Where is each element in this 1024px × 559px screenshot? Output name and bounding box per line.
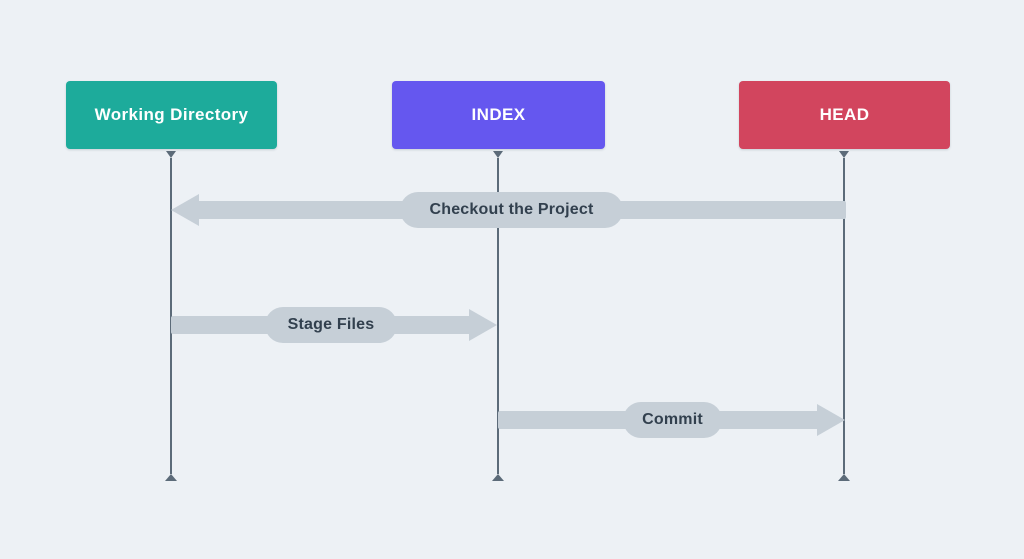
message-label: Stage Files: [265, 307, 397, 343]
lifeline-line: [497, 158, 499, 474]
actor-box-working-directory: Working Directory: [66, 81, 277, 149]
actor-box-head: HEAD: [739, 81, 950, 149]
lifeline-bottom-cap-icon: [165, 474, 177, 481]
arrowhead-right-icon: [469, 309, 497, 341]
arrowhead-left-icon: [171, 194, 199, 226]
lifeline-bottom-cap-icon: [492, 474, 504, 481]
lifeline-head: [837, 151, 851, 481]
lifeline-top-cap-icon: [166, 151, 176, 158]
message-label: Checkout the Project: [400, 192, 623, 228]
lifeline-bottom-cap-icon: [838, 474, 850, 481]
message-label: Commit: [623, 402, 722, 438]
actor-box-index: INDEX: [392, 81, 605, 149]
lifeline-index: [491, 151, 505, 481]
lifeline-line: [843, 158, 845, 474]
lifeline-top-cap-icon: [839, 151, 849, 158]
lifeline-top-cap-icon: [493, 151, 503, 158]
arrowhead-right-icon: [817, 404, 845, 436]
